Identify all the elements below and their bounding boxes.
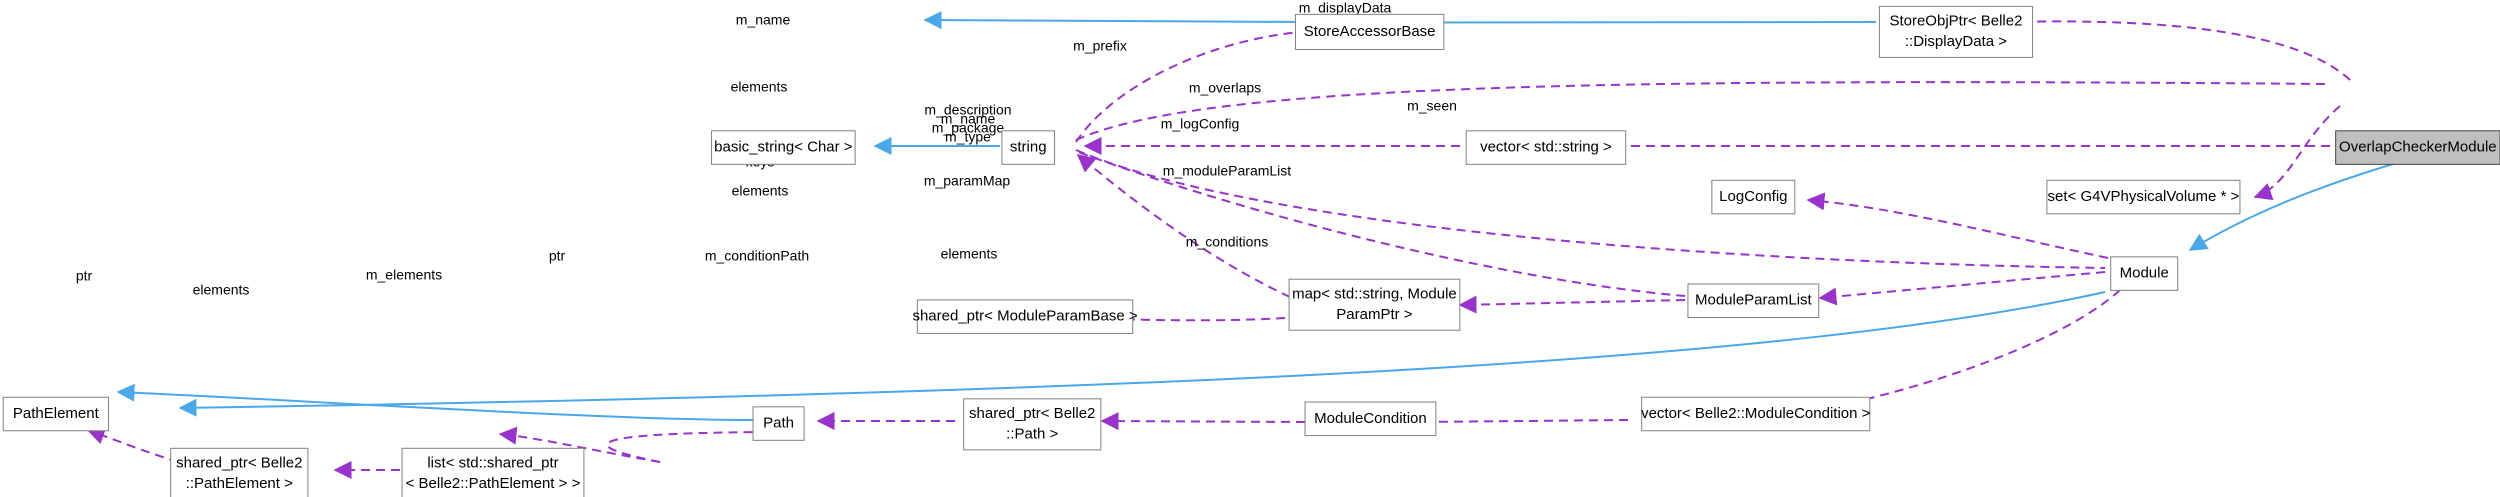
edge-label-m-seen: m_seen [1407, 98, 1457, 114]
node-label-map-line1: map< std::string, Module [1292, 285, 1457, 302]
node-label-overlap-checker-module: OverlapCheckerModule [2339, 139, 2497, 156]
node-shared-ptr-belle2-path[interactable]: shared_ptr< Belle2 ::Path > [963, 398, 1102, 451]
node-label-string: string [1010, 139, 1047, 156]
edge-label-m-parammap: m_paramMap [924, 173, 1011, 189]
edge-label-group: m_name m_displayData m_prefix elements m… [76, 0, 1457, 298]
node-label-log-config: LogConfig [1719, 188, 1787, 205]
node-label-module: Module [2120, 265, 2169, 282]
node-label-store-obj-ptr-line2: ::DisplayData > [1905, 33, 2007, 50]
node-label-shared-ptr-path-line1: shared_ptr< Belle2 [969, 405, 1095, 422]
edge-label-elements-map: elements [732, 183, 789, 199]
edge-string-module-members [1075, 149, 2106, 269]
edge-map-m-parammap [1458, 295, 1686, 314]
node-label-vector-belle2-module-condition: vector< Belle2::ModuleCondition > [1641, 405, 1871, 422]
edge-label-ptr-path: ptr [549, 248, 566, 264]
node-label-shared-ptr-path-element-line1: shared_ptr< Belle2 [176, 454, 302, 471]
edge-label-module-members-3: m_package [932, 120, 1005, 136]
edge-label-elements-list: elements [193, 282, 250, 298]
edge-sharedptrpath-m-conditionpath [1100, 412, 1306, 431]
edge-set-g4volume-m-seen [2253, 105, 2341, 201]
node-label-shared-ptr-path-line2: ::Path > [1006, 426, 1058, 443]
edge-label-m-overlaps: m_overlaps [1189, 80, 1261, 96]
edge-label-m-conditionpath: m_conditionPath [705, 248, 809, 264]
node-group: StoreAccessorBase StoreObjPtr< Belle2 ::… [2, 5, 2500, 497]
node-module-param-list[interactable]: ModuleParamList [1687, 283, 1820, 318]
node-list-shared-ptr-path-element[interactable]: list< std::shared_ptr < Belle2::PathElem… [401, 447, 585, 497]
edge-pathelement-ptr [86, 427, 179, 463]
edge-list-m-elements-path [606, 431, 791, 463]
edge-storeobjptr-m-displaydata [2008, 12, 2351, 81]
edge-string-m-prefix [1075, 81, 2331, 141]
node-label-module-condition: ModuleCondition [1314, 410, 1427, 427]
node-path[interactable]: Path [752, 406, 805, 441]
node-label-map-line2: ParamPtr > [1336, 306, 1413, 323]
node-label-store-accessor-base: StoreAccessorBase [1304, 23, 1436, 40]
edge-label-module-members-2: m_name [941, 111, 996, 127]
node-store-obj-ptr-display-data[interactable]: StoreObjPtr< Belle2 ::DisplayData > [1878, 5, 2034, 58]
node-label-store-obj-ptr-line1: StoreObjPtr< Belle2 [1889, 13, 2022, 30]
node-shared-ptr-belle2-path-element[interactable]: shared_ptr< Belle2 ::PathElement > [170, 447, 309, 497]
edge-moduleparamlist-m-moduleparamlist [1818, 271, 2106, 306]
node-label-vector-std-string: vector< std::string > [1480, 139, 1612, 156]
edge-label-m-displaydata: m_displayData [1299, 0, 1392, 16]
edge-path-to-pathelement [116, 383, 756, 421]
edge-string-keys-map [1076, 154, 1291, 298]
node-label-basic-string-char: basic_string< Char > [714, 139, 853, 156]
edge-label-elements-string: elements [731, 79, 788, 95]
edge-label-m-elements: m_elements [366, 267, 442, 283]
node-module[interactable]: Module [2110, 256, 2179, 291]
node-label-set-g4vphysicalvolume: set< G4VPhysicalVolume * > [2048, 188, 2240, 205]
edge-string-moduleparamlist-stub [1077, 151, 1686, 297]
edge-label-m-name-top: m_name [736, 12, 791, 28]
edge-label-ptr-pathelement: ptr [76, 268, 93, 284]
node-vector-belle2-module-condition[interactable]: vector< Belle2::ModuleCondition > [1641, 396, 1871, 432]
node-log-config[interactable]: LogConfig [1711, 179, 1796, 215]
edge-label-m-moduleparamlist: m_moduleParamList [1163, 163, 1291, 179]
node-path-element[interactable]: PathElement [2, 396, 109, 432]
edge-label-m-logconfig: m_logConfig [1161, 116, 1240, 132]
edge-modulecondition-elements [1416, 412, 1629, 431]
node-store-accessor-base[interactable]: StoreAccessorBase [1294, 13, 1445, 50]
node-vector-std-string[interactable]: vector< std::string > [1465, 130, 1627, 165]
node-label-path-element: PathElement [13, 405, 100, 422]
node-label-path: Path [763, 415, 794, 432]
node-string[interactable]: string [1001, 130, 1056, 165]
node-overlap-checker-module[interactable]: OverlapCheckerModule [2335, 130, 2500, 165]
edge-label-m-conditions: m_conditions [1186, 234, 1269, 250]
edge-string-m-name [1075, 31, 1301, 143]
node-label-list-line2: < Belle2::PathElement > > [406, 475, 581, 492]
node-label-shared-ptr-path-element-line2: ::PathElement > [186, 475, 293, 492]
edge-label-elements-condition: elements [941, 246, 998, 262]
edge-label-module-members-4: m_type [945, 129, 991, 145]
edge-module-to-pathelement [178, 291, 2106, 417]
edge-label-m-prefix: m_prefix [1073, 38, 1127, 54]
node-module-condition[interactable]: ModuleCondition [1304, 401, 1437, 437]
node-label-list-line1: list< std::shared_ptr [427, 454, 558, 471]
node-basic-string-char[interactable]: basic_string< Char > [711, 130, 856, 165]
edge-label-module-members-1: m_description [924, 102, 1011, 118]
node-map-string-module-param-ptr[interactable]: map< std::string, Module ParamPtr > [1288, 278, 1461, 331]
node-shared-ptr-module-param-base[interactable]: shared_ptr< ModuleParamBase > [912, 299, 1138, 334]
edge-list-m-elements-path-b [498, 426, 661, 463]
node-set-g4vphysicalvolume[interactable]: set< G4VPhysicalVolume * > [2046, 179, 2241, 215]
node-label-shared-ptr-module-param-base: shared_ptr< ModuleParamBase > [912, 308, 1137, 325]
node-label-module-param-list: ModuleParamList [1695, 292, 1813, 309]
